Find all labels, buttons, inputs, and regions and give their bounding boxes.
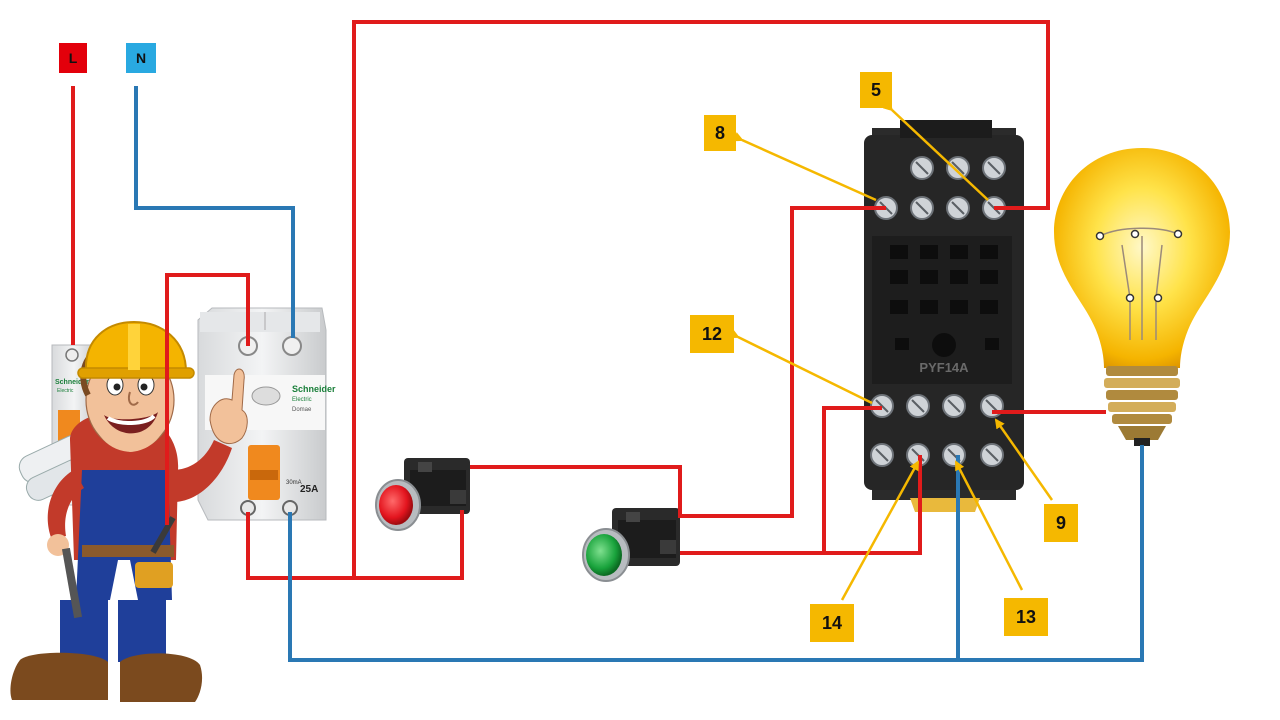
- mcb-brand-text: Schneider: [55, 379, 89, 386]
- rccb-rating-text: 25A: [300, 484, 318, 495]
- wires: [71, 20, 1144, 662]
- line-to-relay-5-wire: [352, 20, 1050, 578]
- terminal-label-12: 12: [690, 315, 734, 353]
- terminal-label-9: 9: [1044, 504, 1078, 542]
- relay-socket: PYF14A: [864, 120, 1024, 512]
- line-label: L: [59, 43, 87, 73]
- rccb-brand-sub-text: Electric: [292, 397, 312, 403]
- electrician-mascot-icon: [10, 320, 248, 702]
- rccb-sensitivity-text: 30mA: [286, 480, 302, 486]
- neutral-label: N: [126, 43, 156, 73]
- light-bulb-icon: [1054, 148, 1230, 446]
- terminal-label-14: 14: [810, 604, 854, 642]
- neutral-bus-wire: [288, 445, 1144, 662]
- rccb-model-text: Domae: [292, 407, 312, 413]
- start-to-relay-12-wire: [822, 406, 882, 553]
- stop-to-start-wire: [470, 206, 886, 518]
- start-push-button[interactable]: [582, 508, 680, 582]
- supply-neutral-wire: [134, 86, 295, 338]
- mcb-brand-sub-text: Electric: [57, 388, 74, 394]
- mcb-to-rccb-wire: [165, 273, 250, 525]
- terminal-label-13: 13: [1004, 598, 1048, 636]
- stop-push-button[interactable]: [375, 458, 470, 531]
- callout-arrows: [728, 100, 1054, 601]
- start-to-relay-wire: [680, 455, 922, 555]
- relay-model-text: PYF14A: [919, 360, 969, 375]
- terminal-label-5: 5: [860, 72, 892, 108]
- terminal-label-8: 8: [704, 115, 736, 151]
- rccb-brand-text: Schneider: [292, 384, 336, 394]
